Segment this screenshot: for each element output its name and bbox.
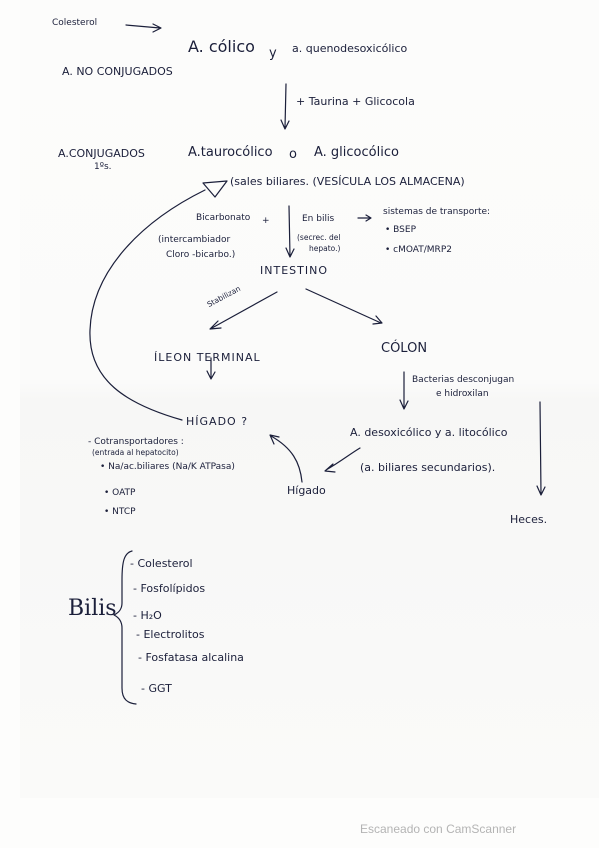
bsep-item: • BSEP <box>385 225 417 235</box>
bilis-item-colesterol: - Colesterol <box>130 557 193 570</box>
no-conjugados-label: A. NO CONJUGADOS <box>62 65 173 78</box>
bilis-item-fosfolipidos: - Fosfolípidos <box>133 582 206 595</box>
notebook-paper <box>20 0 599 798</box>
triangle-icon <box>202 180 228 198</box>
bilis-title: Bilis <box>68 596 117 621</box>
quenodesoxicolico-label: a. quenodesoxicólico <box>292 42 408 55</box>
entrada-hepatica-label: (entrada al hepatocito) <box>92 448 179 457</box>
colesterol-label: Colesterol <box>52 18 98 28</box>
en-bilis-label: En bilis <box>302 214 335 224</box>
brace-icon <box>113 550 137 705</box>
bilis-item-fosfatasa: - Fosfatasa alcalina <box>138 651 244 664</box>
higado-question-label: HÍGADO ? <box>186 415 249 428</box>
bicarbonato-label: Bicarbonato <box>196 213 251 223</box>
sistemas-transporte-label: sistemas de transporte: <box>383 207 491 217</box>
loop-arrow <box>89 189 206 421</box>
intestino-label: INTESTINO <box>260 264 328 277</box>
colon-label: CÓLON <box>381 341 428 356</box>
arrow-right-icon <box>125 23 162 33</box>
intercambiador-label: (intercambiador <box>158 235 231 245</box>
ntcp-item: • NTCP <box>104 507 136 517</box>
arrow-up-icon <box>269 434 303 483</box>
cotransportadores-label: - Cotransportadores : <box>88 437 184 447</box>
arrow-down-icon <box>536 401 546 496</box>
oatp-item: • OATP <box>104 488 136 498</box>
ileon-terminal-label: ÍLEON TERMINAL <box>154 351 261 364</box>
desoxicolico-litocolico-label: A. desoxicólico y a. litocólico <box>350 426 508 439</box>
primarios-label: 1ºs. <box>94 162 112 172</box>
heces-label: Heces. <box>510 513 548 526</box>
cloro-bicarbonato-label: Cloro -bicarbo.) <box>166 250 236 260</box>
taurina-glicocola-label: + Taurina + Glicocola <box>296 95 415 108</box>
arrow-down-right-icon <box>305 288 383 325</box>
arrow-right-icon <box>357 214 372 222</box>
o-connector: o <box>289 147 297 162</box>
arrow-left-icon <box>324 447 361 473</box>
scanner-watermark: Escaneado con CamScanner <box>360 822 517 836</box>
conjugados-label: A.CONJUGADOS <box>58 147 145 160</box>
y-connector: y <box>269 46 277 61</box>
hepatocito-label: hepato.) <box>309 244 341 253</box>
hidroxilan-label: e hidroxilan <box>436 389 489 399</box>
glicocolico-label: A. glicocólico <box>314 145 399 160</box>
bilis-item-agua: - H₂O <box>133 609 162 622</box>
na-cotransporter-item: • Na/ac.biliares (Na/K ATPasa) <box>100 462 235 472</box>
acido-colico-label: A. cólico <box>188 37 255 56</box>
bacterias-desconjugan-label: Bacterias desconjugan <box>412 375 515 385</box>
cmoat-item: • cMOAT/MRP2 <box>385 245 452 255</box>
taurocolico-label: A.taurocólico <box>188 145 273 160</box>
bilis-item-ggt: - GGT <box>141 682 172 695</box>
arrow-down-icon <box>399 371 409 410</box>
plus-sign: + <box>262 216 270 226</box>
secundarios-label: (a. biliares secundarios). <box>360 461 496 474</box>
sales-biliares-label: (sales biliares. (VESÍCULA LOS ALMACENA) <box>230 175 465 188</box>
arrow-down-icon <box>285 205 295 258</box>
arrow-down-icon <box>280 83 290 130</box>
arrow-down-icon <box>206 357 216 380</box>
arrow-down-left-icon <box>209 291 278 330</box>
higado-label: Hígado <box>287 484 326 497</box>
bilis-item-electrolitos: - Electrolitos <box>136 628 205 641</box>
secrecion-hepatica-label: (secrec. del <box>297 233 341 242</box>
